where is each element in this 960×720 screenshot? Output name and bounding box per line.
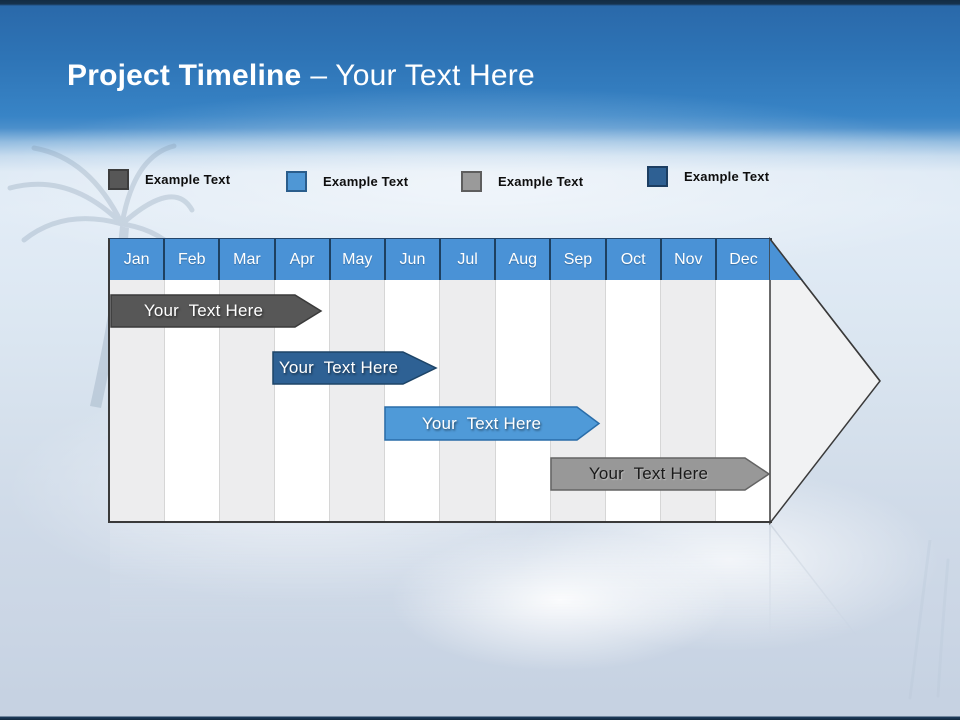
timeline-bar-4: Your Text Here [550,457,771,491]
timeline-table: Jan Feb Mar Apr May Jun Jul Aug Sep Oct … [108,238,772,523]
timeline-bar-1: Your Text Here [110,294,323,328]
page-title: Project Timeline– Your Text Here [67,58,535,94]
month-column [495,280,551,521]
timeline-arrowhead [769,236,881,526]
bar-label: Your Text Here [278,358,399,377]
month-column [330,280,386,521]
bar-arrow-shape [110,294,323,328]
month-header-feb: Feb [165,239,221,280]
reflection-band [110,524,770,674]
timeline-bar-2: Your Text Here [272,351,438,385]
month-header-aug: Aug [496,239,552,280]
legend-label: Example Text [498,174,584,189]
month-header-sep: Sep [551,239,607,280]
bar-arrow-shape [550,457,771,491]
legend-item-4: Example Text [647,166,769,187]
legend-label: Example Text [684,169,770,184]
title-primary: Project Timeline [67,59,302,92]
beach-grass-silhouette [908,540,950,700]
legend-item-2: Example Text [286,171,408,192]
month-header-dec: Dec [729,250,758,268]
legend-swatch-dark-gray [108,169,129,190]
legend-label: Example Text [323,174,409,189]
legend-swatch-light-blue [286,171,307,192]
bar-label: Your Text Here [143,301,264,320]
timeline-reflection [108,524,888,674]
month-column [440,280,496,521]
bar-label: Your Text Here [421,413,542,433]
month-column [385,280,441,521]
legend-swatch-dark-blue [647,166,668,187]
reflection-arrowhead [769,524,882,674]
month-header-jan: Jan [110,239,166,280]
legend-item-3: Example Text [461,171,583,192]
timeline-bar-3: Your Text Here [384,406,601,441]
month-header-row: Jan Feb Mar Apr May Jun Jul Aug Sep Oct … [110,239,770,280]
month-header-jul: Jul [441,239,497,280]
legend-swatch-gray [461,171,482,192]
title-secondary: – Your Text Here [310,59,535,92]
month-header-apr: Apr [276,239,331,280]
legend-item-1: Example Text [108,169,230,190]
legend-label: Example Text [145,172,231,187]
bar-arrow-shape [272,351,438,385]
month-header-oct: Oct [607,239,662,280]
month-header-mar: Mar [220,239,276,280]
bar-label: Your Text Here [588,464,709,483]
month-header-may: May [331,239,386,280]
bar-arrow-shape [384,406,601,441]
month-header-nov: Nov [662,239,717,280]
month-header-jun: Jun [386,239,442,280]
